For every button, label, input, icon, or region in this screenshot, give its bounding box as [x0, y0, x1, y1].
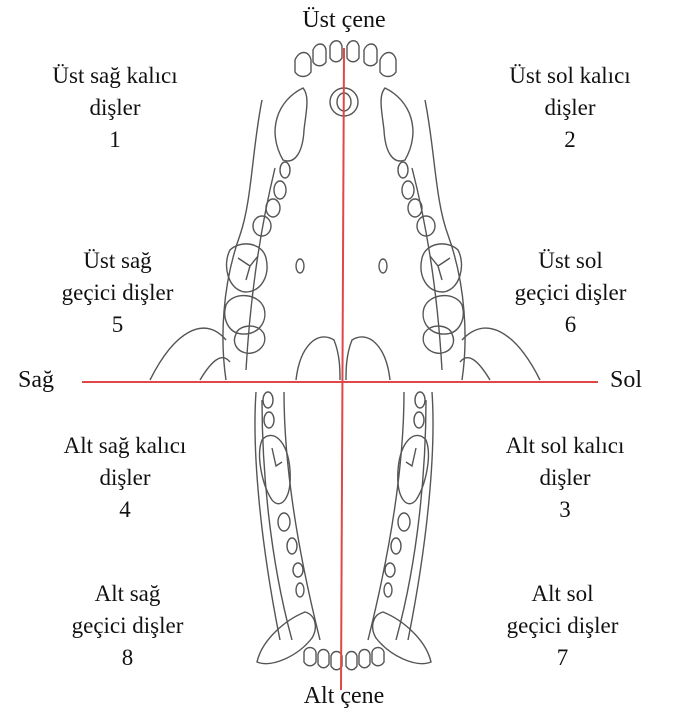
quadrant-3-line-2: dişler [470, 462, 660, 494]
quadrant-6-line-2: geçici dişler [488, 277, 653, 309]
quadrant-7-line-1: Alt sol [480, 578, 645, 610]
quadrant-5-label: Üst sağ geçici dişler 5 [35, 245, 200, 341]
upper-left-carnassial [421, 244, 462, 292]
quadrant-6-label: Üst sol geçici dişler 6 [488, 245, 653, 341]
upper-left-canine [381, 88, 413, 161]
quadrant-8-line-1: Alt sağ [45, 578, 210, 610]
quadrant-7-line-2: geçici dişler [480, 610, 645, 642]
upper-jaw-label: Üst çene [270, 4, 418, 36]
left-side-label: Sol [596, 364, 656, 396]
quadrant-7-label: Alt sol geçici dişler 7 [480, 578, 645, 674]
lower-left-mandible [368, 392, 433, 640]
quadrant-4-line-1: Alt sağ kalıcı [30, 430, 220, 462]
quadrant-5-number: 5 [35, 309, 200, 341]
quadrant-4-number: 4 [30, 494, 220, 526]
upper-incisors [295, 41, 396, 77]
quadrant-6-line-1: Üst sol [488, 245, 653, 277]
quadrant-3-number: 3 [470, 494, 660, 526]
upper-right-carnassial [226, 244, 267, 292]
right-side-label: Sağ [2, 364, 70, 396]
quadrant-8-label: Alt sağ geçici dişler 8 [45, 578, 210, 674]
quadrant-3-line-1: Alt sol kalıcı [470, 430, 660, 462]
quadrant-5-line-2: geçici dişler [35, 277, 200, 309]
quadrant-2-line-1: Üst sol kalıcı [475, 60, 665, 92]
quadrant-3-label: Alt sol kalıcı dişler 3 [470, 430, 660, 526]
quadrant-6-number: 6 [488, 309, 653, 341]
lower-right-mandible [255, 392, 320, 640]
quadrant-4-line-2: dişler [30, 462, 220, 494]
quadrant-4-label: Alt sağ kalıcı dişler 4 [30, 430, 220, 526]
quadrant-1-number: 1 [20, 124, 210, 156]
lower-incisors [304, 648, 384, 670]
lower-jaw [255, 392, 433, 670]
quadrant-1-line-1: Üst sağ kalıcı [20, 60, 210, 92]
quadrant-1-label: Üst sağ kalıcı dişler 1 [20, 60, 210, 156]
midline-vertical [341, 48, 344, 690]
quadrant-8-number: 8 [45, 642, 210, 674]
quadrant-8-line-2: geçici dişler [45, 610, 210, 642]
quadrant-2-label: Üst sol kalıcı dişler 2 [475, 60, 665, 156]
quadrant-1-line-2: dişler [20, 92, 210, 124]
lower-jaw-label: Alt çene [270, 680, 418, 712]
quadrant-2-line-2: dişler [475, 92, 665, 124]
upper-right-canine [275, 88, 307, 161]
quadrant-7-number: 7 [480, 642, 645, 674]
quadrant-2-number: 2 [475, 124, 665, 156]
quadrant-5-line-1: Üst sağ [35, 245, 200, 277]
